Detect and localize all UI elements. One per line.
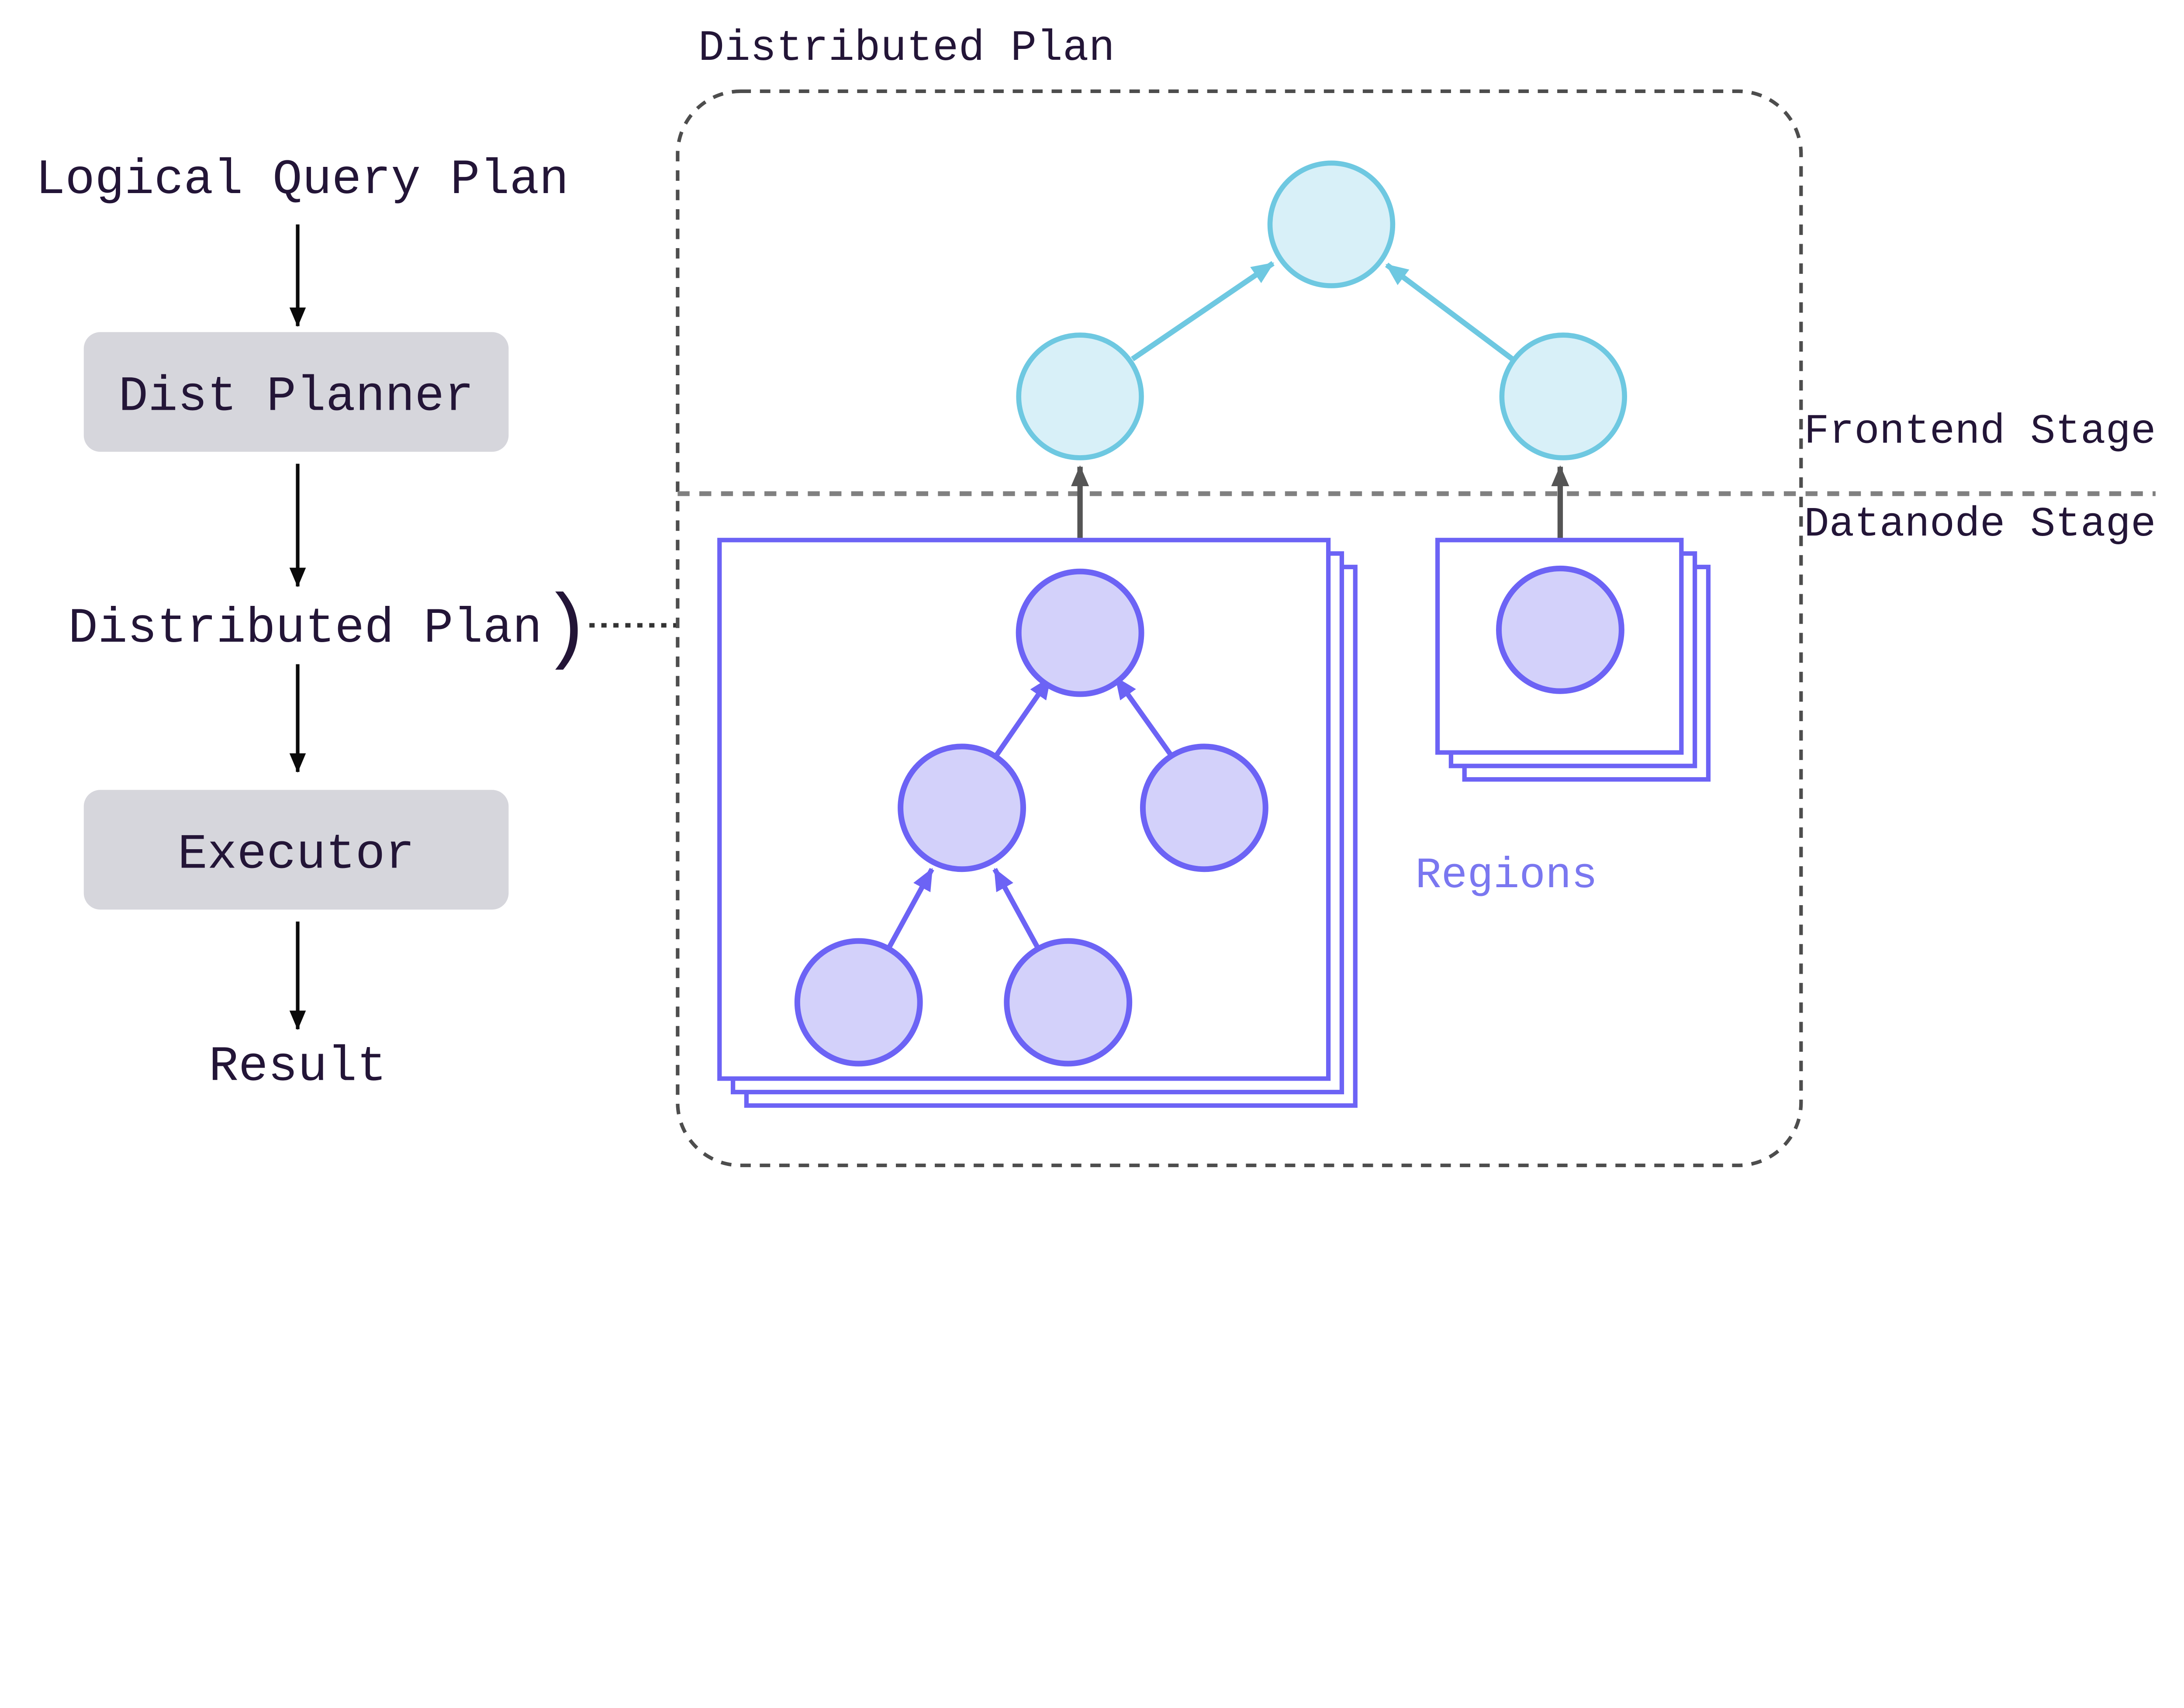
right-region-stack: [1435, 538, 1711, 782]
distributed-plan-paren: ): [542, 582, 592, 678]
dist-planner-box: [83, 332, 509, 452]
purple-arrow-bottommid-to-mid: [992, 868, 1040, 950]
distributed-plan-title: Distributed Plan: [698, 24, 1115, 73]
left-region-stack: [717, 538, 1358, 1108]
datanode-stage-label: Datanode Stage: [1804, 501, 2156, 548]
distributed-plan-diagram: Logical Query Plan Dist Planner Distribu…: [35, 23, 2156, 1167]
purple-arrow-midleft-to-root: [994, 676, 1052, 757]
datanode-mid-left-node: [898, 743, 1026, 872]
logical-query-plan-label: Logical Query Plan: [35, 152, 569, 208]
executor-box: [83, 790, 509, 910]
left-flow-column: Logical Query Plan Dist Planner Distribu…: [35, 152, 676, 1095]
datanode-bottom-mid-node: [1004, 938, 1133, 1067]
result-label: Result: [209, 1039, 387, 1095]
frontend-right-node: [1499, 332, 1627, 460]
regions-label: Regions: [1415, 851, 1597, 900]
datanode-bottom-left-node: [794, 938, 923, 1067]
distributed-plan-detail: Distributed Plan Frontend Stage Datanode…: [676, 24, 2156, 1167]
frontend-root-node: [1267, 160, 1396, 288]
distributed-plan-label: Distributed Plan: [68, 601, 542, 657]
frontend-stage-label: Frontend Stage: [1804, 408, 2156, 456]
executor-label: Executor: [178, 826, 415, 882]
purple-arrow-midright-to-root: [1114, 676, 1174, 757]
frontend-merge-tree: [1016, 160, 1627, 460]
cyan-arrow-left: [1130, 261, 1275, 362]
cyan-arrow-right: [1385, 263, 1514, 361]
diagram-page: Logical Query Plan Dist Planner Distribu…: [35, 23, 2156, 1167]
purple-arrow-bottomleft-to-mid: [886, 868, 934, 950]
datanode-mid-right-node: [1140, 743, 1268, 872]
frontend-left-node: [1016, 332, 1144, 460]
datanode-root-node: [1016, 568, 1144, 697]
dist-planner-label: Dist Planner: [118, 369, 474, 425]
datanode-single-node: [1496, 565, 1624, 694]
